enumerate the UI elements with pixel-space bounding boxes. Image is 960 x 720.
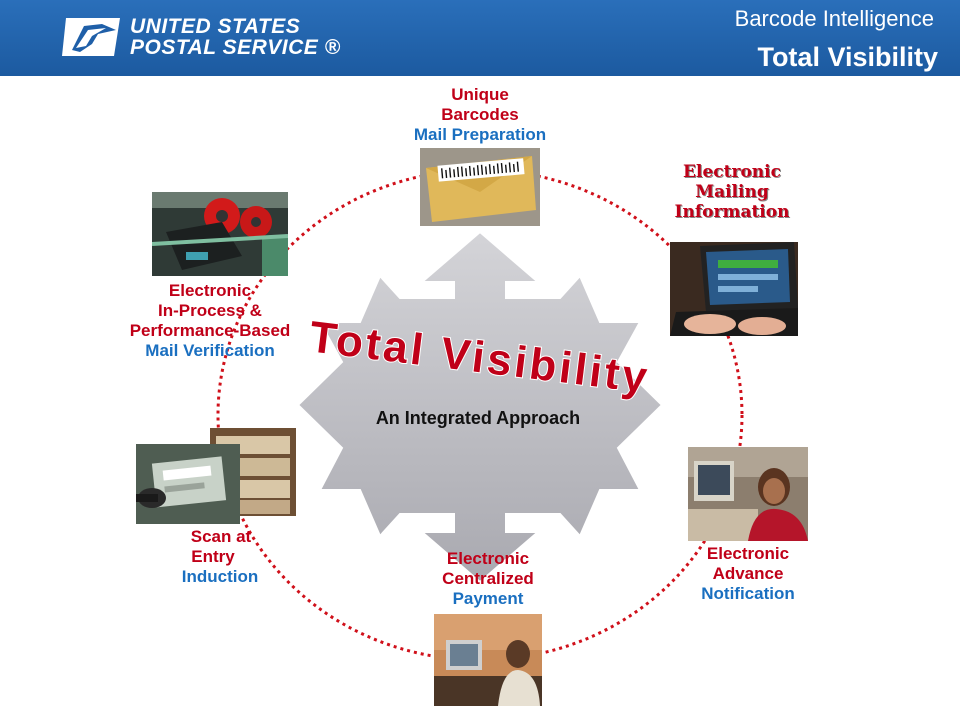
node-upper-left-label: Electronic In-Process & Performance-Base… — [100, 281, 320, 361]
node-upper-right-label: Electronic Mailing Information — [652, 162, 812, 222]
node-upper-left-line3: Performance-Based — [129, 321, 291, 340]
node-lower-left-line2: Entry — [191, 547, 235, 566]
header-bar: UNITED STATES POSTAL SERVICE ® Barcode I… — [0, 0, 960, 76]
node-upper-right-line1: Electronic — [683, 162, 781, 182]
node-lower-right-line2: Advance — [712, 564, 784, 583]
laptop-typing-photo — [670, 242, 798, 336]
dotted-cycle-ring — [216, 168, 744, 662]
node-lower-left-line3: Induction — [181, 567, 259, 586]
node-top-line2: Barcodes — [441, 105, 519, 124]
node-top-line3: Mail Preparation — [413, 125, 547, 144]
node-top-line1: Unique — [451, 85, 509, 104]
brand-line-2: POSTAL SERVICE ® — [130, 36, 341, 59]
header-subtitle: Barcode Intelligence — [734, 6, 934, 31]
node-top-label: Unique Barcodes Mail Preparation — [380, 85, 580, 145]
parcel-stack-photo — [210, 428, 296, 516]
node-upper-left-line2: In-Process & — [158, 301, 262, 320]
node-bottom-line2: Centralized — [442, 569, 534, 588]
node-upper-left-line4: Mail Verification — [145, 341, 275, 360]
node-upper-left-line1: Electronic — [168, 281, 252, 300]
node-upper-right-line2: Mailing — [695, 182, 769, 202]
node-lower-left-label: Scan at Entry Induction — [150, 527, 290, 587]
brand-line-1: UNITED STATES — [130, 15, 301, 38]
six-arrow-shape — [296, 230, 664, 584]
node-lower-left-line1: Scan at — [190, 527, 252, 546]
handheld-scanner-photo — [136, 444, 240, 524]
node-bottom-line3: Payment — [452, 589, 524, 608]
usps-brand-text: UNITED STATES POSTAL SERVICE ® — [130, 16, 341, 58]
mail-sorting-machine-photo — [152, 192, 288, 276]
barcode-envelope-photo — [420, 148, 540, 226]
node-lower-right-label: Electronic Advance Notification — [668, 544, 828, 604]
call-center-operator-photo — [688, 447, 808, 541]
node-bottom-label: Electronic Centralized Payment — [398, 549, 578, 609]
header-title: Total Visibility — [757, 42, 938, 72]
node-lower-right-line3: Notification — [701, 584, 795, 603]
node-upper-right-line3: Information — [674, 202, 790, 222]
payment-office-photo — [434, 614, 542, 706]
usps-eagle-logo-icon — [62, 18, 120, 56]
center-caption: An Integrated Approach — [376, 408, 580, 428]
node-bottom-line1: Electronic — [446, 549, 530, 568]
node-lower-right-line1: Electronic — [706, 544, 790, 563]
